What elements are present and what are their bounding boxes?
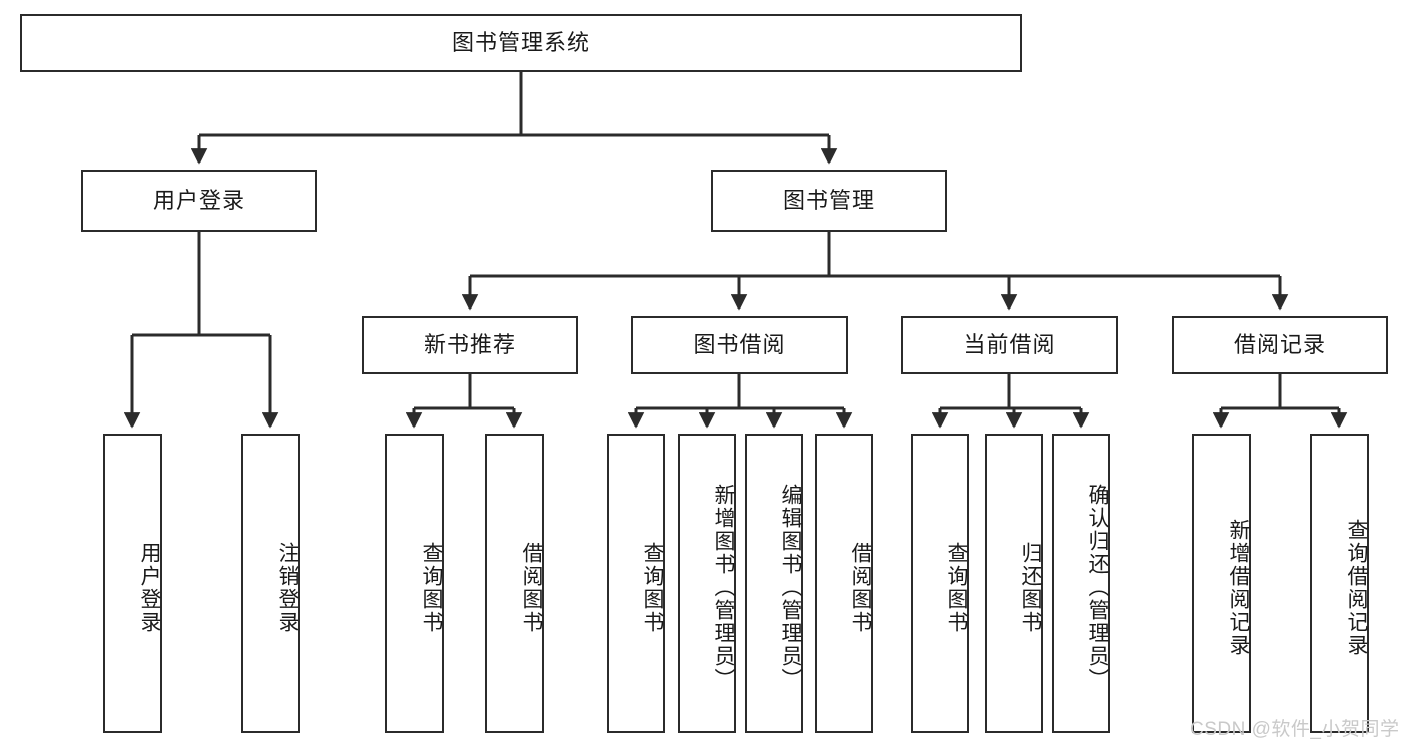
node-label: 新增图书（管理员）	[712, 484, 735, 691]
node-leaf-borrow-book-recommend[interactable]: 借阅图书	[485, 434, 544, 733]
node-label: 图书管理系统	[451, 29, 590, 55]
node-leaf-confirm-return[interactable]: 确认归还（管理员）	[1052, 434, 1110, 733]
node-leaf-user-login[interactable]: 用户登录	[103, 434, 162, 733]
node-leaf-edit-book[interactable]: 编辑图书（管理员）	[745, 434, 803, 733]
node-borrow-record[interactable]: 借阅记录	[1172, 316, 1388, 374]
node-leaf-return-book[interactable]: 归还图书	[985, 434, 1043, 733]
node-leaf-logout[interactable]: 注销登录	[241, 434, 300, 733]
node-label: 查询图书	[641, 541, 664, 634]
node-label: 查询借阅记录	[1345, 518, 1368, 657]
node-label: 图书管理	[782, 187, 875, 213]
node-label: 编辑图书（管理员）	[779, 484, 802, 691]
node-label: 借阅记录	[1233, 331, 1326, 357]
node-label: 用户登录	[152, 187, 245, 213]
node-leaf-query-book-recommend[interactable]: 查询图书	[385, 434, 444, 733]
node-label: 查询图书	[945, 541, 968, 634]
node-leaf-add-borrow-record[interactable]: 新增借阅记录	[1192, 434, 1251, 733]
node-label: 借阅图书	[520, 541, 543, 634]
node-leaf-query-book-borrow[interactable]: 查询图书	[607, 434, 665, 733]
node-book-management[interactable]: 图书管理	[711, 170, 947, 232]
node-label: 新增借阅记录	[1227, 518, 1250, 657]
node-label: 注销登录	[276, 541, 299, 634]
csdn-watermark: CSDN @软件_小贺同学	[1190, 719, 1400, 740]
node-root-system[interactable]: 图书管理系统	[20, 14, 1022, 72]
node-label: 用户登录	[138, 541, 161, 634]
node-current-borrow[interactable]: 当前借阅	[901, 316, 1118, 374]
node-label: 确认归还（管理员）	[1086, 484, 1109, 691]
node-book-borrow[interactable]: 图书借阅	[631, 316, 848, 374]
node-label: 查询图书	[420, 541, 443, 634]
node-label: 归还图书	[1019, 541, 1042, 634]
node-leaf-query-book-current[interactable]: 查询图书	[911, 434, 969, 733]
node-label: 图书借阅	[693, 331, 786, 357]
node-label: 新书推荐	[423, 331, 516, 357]
node-new-book-recommend[interactable]: 新书推荐	[362, 316, 578, 374]
node-leaf-add-book[interactable]: 新增图书（管理员）	[678, 434, 736, 733]
node-leaf-query-borrow-record[interactable]: 查询借阅记录	[1310, 434, 1369, 733]
node-leaf-borrow-book[interactable]: 借阅图书	[815, 434, 873, 733]
node-label: 当前借阅	[963, 331, 1056, 357]
node-label: 借阅图书	[849, 541, 872, 634]
node-user-login[interactable]: 用户登录	[81, 170, 317, 232]
